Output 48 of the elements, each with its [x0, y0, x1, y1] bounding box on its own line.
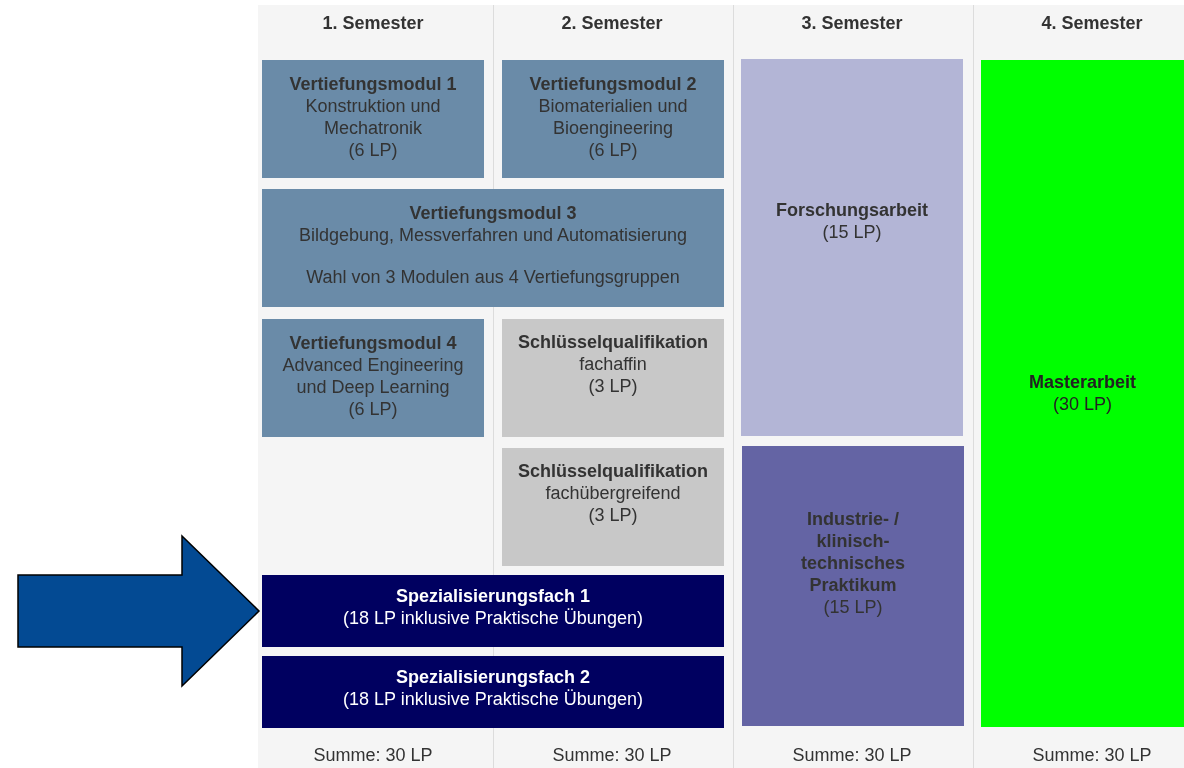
module-text: Advanced Engineering und Deep Learning: [281, 354, 465, 398]
module-box: [262, 656, 724, 728]
module-text: Wahl von 3 Modulen aus 4 Vertiefungsgruppen: [306, 266, 680, 288]
module-text: (3 LP): [588, 504, 638, 526]
module-box: [262, 60, 484, 178]
module-text: fachübergreifend: [545, 482, 681, 504]
module-title: Masterarbeit: [1028, 371, 1136, 393]
module-text: (18 LP inklusive Praktische Übungen): [343, 607, 643, 629]
module-box: [262, 189, 724, 307]
column-heading: 4. Semester: [1040, 13, 1144, 34]
module-title: Vertiefungsmodul 1: [289, 73, 457, 95]
module-text: (15 LP): [822, 221, 882, 243]
module-box: [981, 60, 1184, 727]
column-heading: 1. Semester: [321, 13, 425, 34]
module-text: Biomaterialien und Bioengineering: [537, 95, 689, 139]
module-box: [742, 446, 964, 726]
module-text: fachaffin: [579, 353, 647, 375]
module-text: (6 LP): [348, 139, 398, 161]
module-title: Forschungsarbeit: [776, 199, 928, 221]
module-title: Industrie- / klinisch-technisches Praktikum: [799, 508, 906, 596]
module-title: Vertiefungsmodul 3: [409, 202, 577, 224]
column-heading: 2. Semester: [560, 13, 664, 34]
module-text: Bildgebung, Messverfahren und Automatisierung: [298, 224, 688, 246]
credit-sum: Summe: 30 LP: [312, 745, 434, 766]
module-box: [502, 448, 724, 566]
module-text: (15 LP): [823, 596, 883, 618]
module-title: Vertiefungsmodul 4: [289, 332, 457, 354]
module-text: (6 LP): [348, 398, 398, 420]
module-text: (30 LP): [1053, 393, 1112, 415]
module-box: [502, 319, 724, 437]
column-heading: 3. Semester: [800, 13, 904, 34]
module-box: [262, 575, 724, 647]
module-title: Vertiefungsmodul 2: [529, 73, 697, 95]
module-title: Schlüsselqualifikation: [517, 331, 708, 353]
module-box: [741, 59, 963, 436]
module-title: Spezialisierungsfach 1: [395, 585, 591, 607]
credit-sum: Summe: 30 LP: [791, 745, 913, 766]
module-box: [262, 319, 484, 437]
module-title: Schlüsselqualifikation: [517, 460, 708, 482]
module-text: (18 LP inklusive Praktische Übungen): [343, 688, 643, 710]
credit-sum: Summe: 30 LP: [551, 745, 673, 766]
module-title: Spezialisierungsfach 2: [395, 666, 591, 688]
module-text: Konstruktion und Mechatronik: [304, 95, 442, 139]
module-text: (6 LP): [588, 139, 638, 161]
module-text: (3 LP): [588, 375, 638, 397]
credit-sum: Summe: 30 LP: [1031, 745, 1153, 766]
module-box: [502, 60, 724, 178]
block-arrow: [17, 534, 261, 688]
